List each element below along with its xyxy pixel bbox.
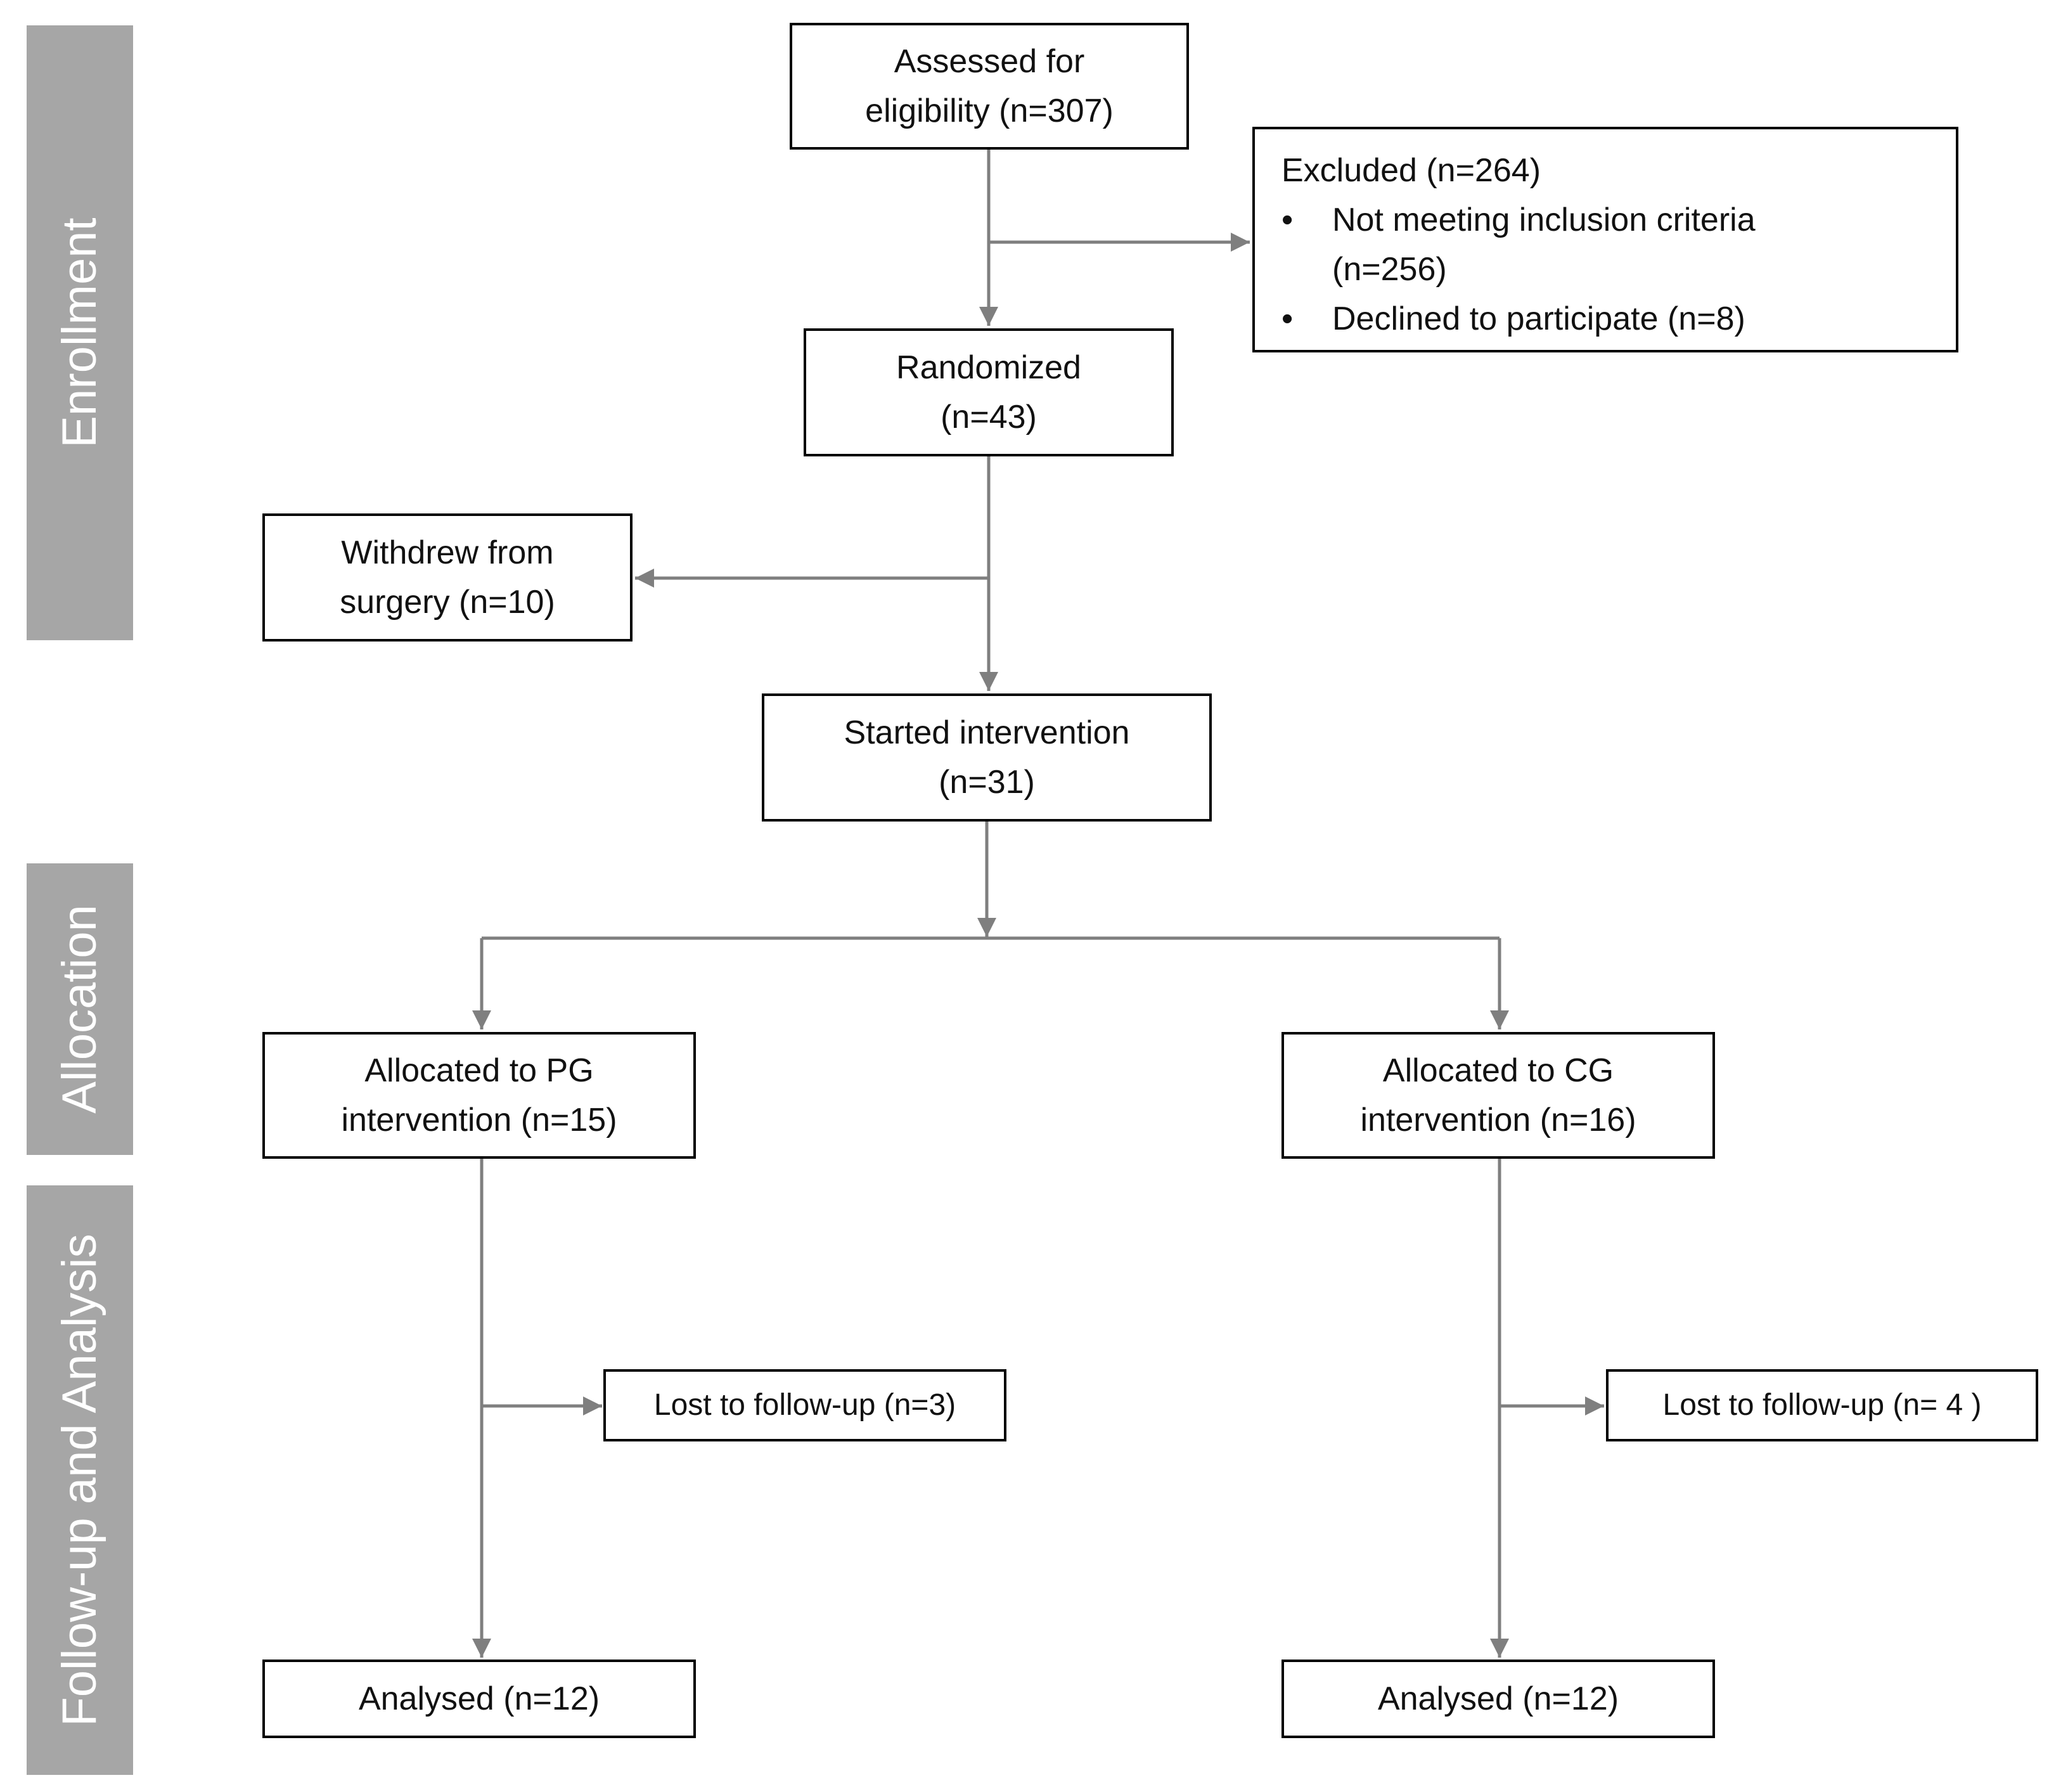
box-alloc-cg: Allocated to CG intervention (n=16) xyxy=(1281,1032,1715,1159)
box-started-line1: Started intervention xyxy=(844,714,1130,751)
excluded-item-1-line2: (n=256) xyxy=(1332,251,1447,288)
excluded-item-1-line1: Not meeting inclusion criteria xyxy=(1332,202,1756,238)
box-assessed: Assessed for eligibility (n=307) xyxy=(790,23,1189,150)
box-alloc-pg-line1: Allocated to PG xyxy=(364,1052,594,1089)
box-withdrew: Withdrew from surgery (n=10) xyxy=(262,513,633,641)
box-started: Started intervention (n=31) xyxy=(762,693,1212,822)
box-excluded: Excluded (n=264) • Not meeting inclusion… xyxy=(1252,127,1958,352)
box-alloc-cg-line1: Allocated to CG xyxy=(1382,1052,1614,1089)
box-alloc-cg-line2: intervention (n=16) xyxy=(1360,1102,1636,1138)
box-assessed-line1: Assessed for xyxy=(894,43,1085,80)
box-lost-pg-text: Lost to follow-up (n=3) xyxy=(653,1388,956,1422)
box-analysed-cg-text: Analysed (n=12) xyxy=(1377,1680,1619,1717)
box-alloc-pg: Allocated to PG intervention (n=15) xyxy=(262,1032,696,1159)
bullet-2: • xyxy=(1281,300,1294,337)
box-randomized: Randomized (n=43) xyxy=(804,328,1174,456)
phase-band-enrollment: Enrollment xyxy=(27,25,133,640)
box-analysed-cg: Analysed (n=12) xyxy=(1281,1660,1715,1738)
excluded-item-2-text: Declined to participate (n=8) xyxy=(1332,300,1745,337)
box-lost-pg: Lost to follow-up (n=3) xyxy=(603,1369,1006,1441)
bullet-1: • xyxy=(1281,202,1294,238)
box-randomized-line1: Randomized xyxy=(896,349,1081,386)
box-analysed-pg-text: Analysed (n=12) xyxy=(358,1680,600,1717)
box-started-line2: (n=31) xyxy=(939,764,1035,801)
box-excluded-title: Excluded (n=264) xyxy=(1281,152,1541,189)
box-analysed-pg: Analysed (n=12) xyxy=(262,1660,696,1738)
phase-band-followup: Follow-up and Analysis xyxy=(27,1185,133,1775)
box-alloc-pg-line2: intervention (n=15) xyxy=(341,1102,617,1138)
box-withdrew-line1: Withdrew from xyxy=(341,534,554,571)
excluded-item-1: • Not meeting inclusion criteria xyxy=(1281,195,1756,245)
box-lost-cg-text: Lost to follow-up (n= 4 ) xyxy=(1662,1388,1982,1422)
box-randomized-line2: (n=43) xyxy=(941,399,1037,435)
box-withdrew-line2: surgery (n=10) xyxy=(340,584,555,621)
box-assessed-line2: eligibility (n=307) xyxy=(865,93,1114,129)
excluded-item-2: • Declined to participate (n=8) xyxy=(1281,294,1745,344)
box-lost-cg: Lost to follow-up (n= 4 ) xyxy=(1606,1369,2038,1441)
phase-band-allocation: Allocation xyxy=(27,863,133,1155)
